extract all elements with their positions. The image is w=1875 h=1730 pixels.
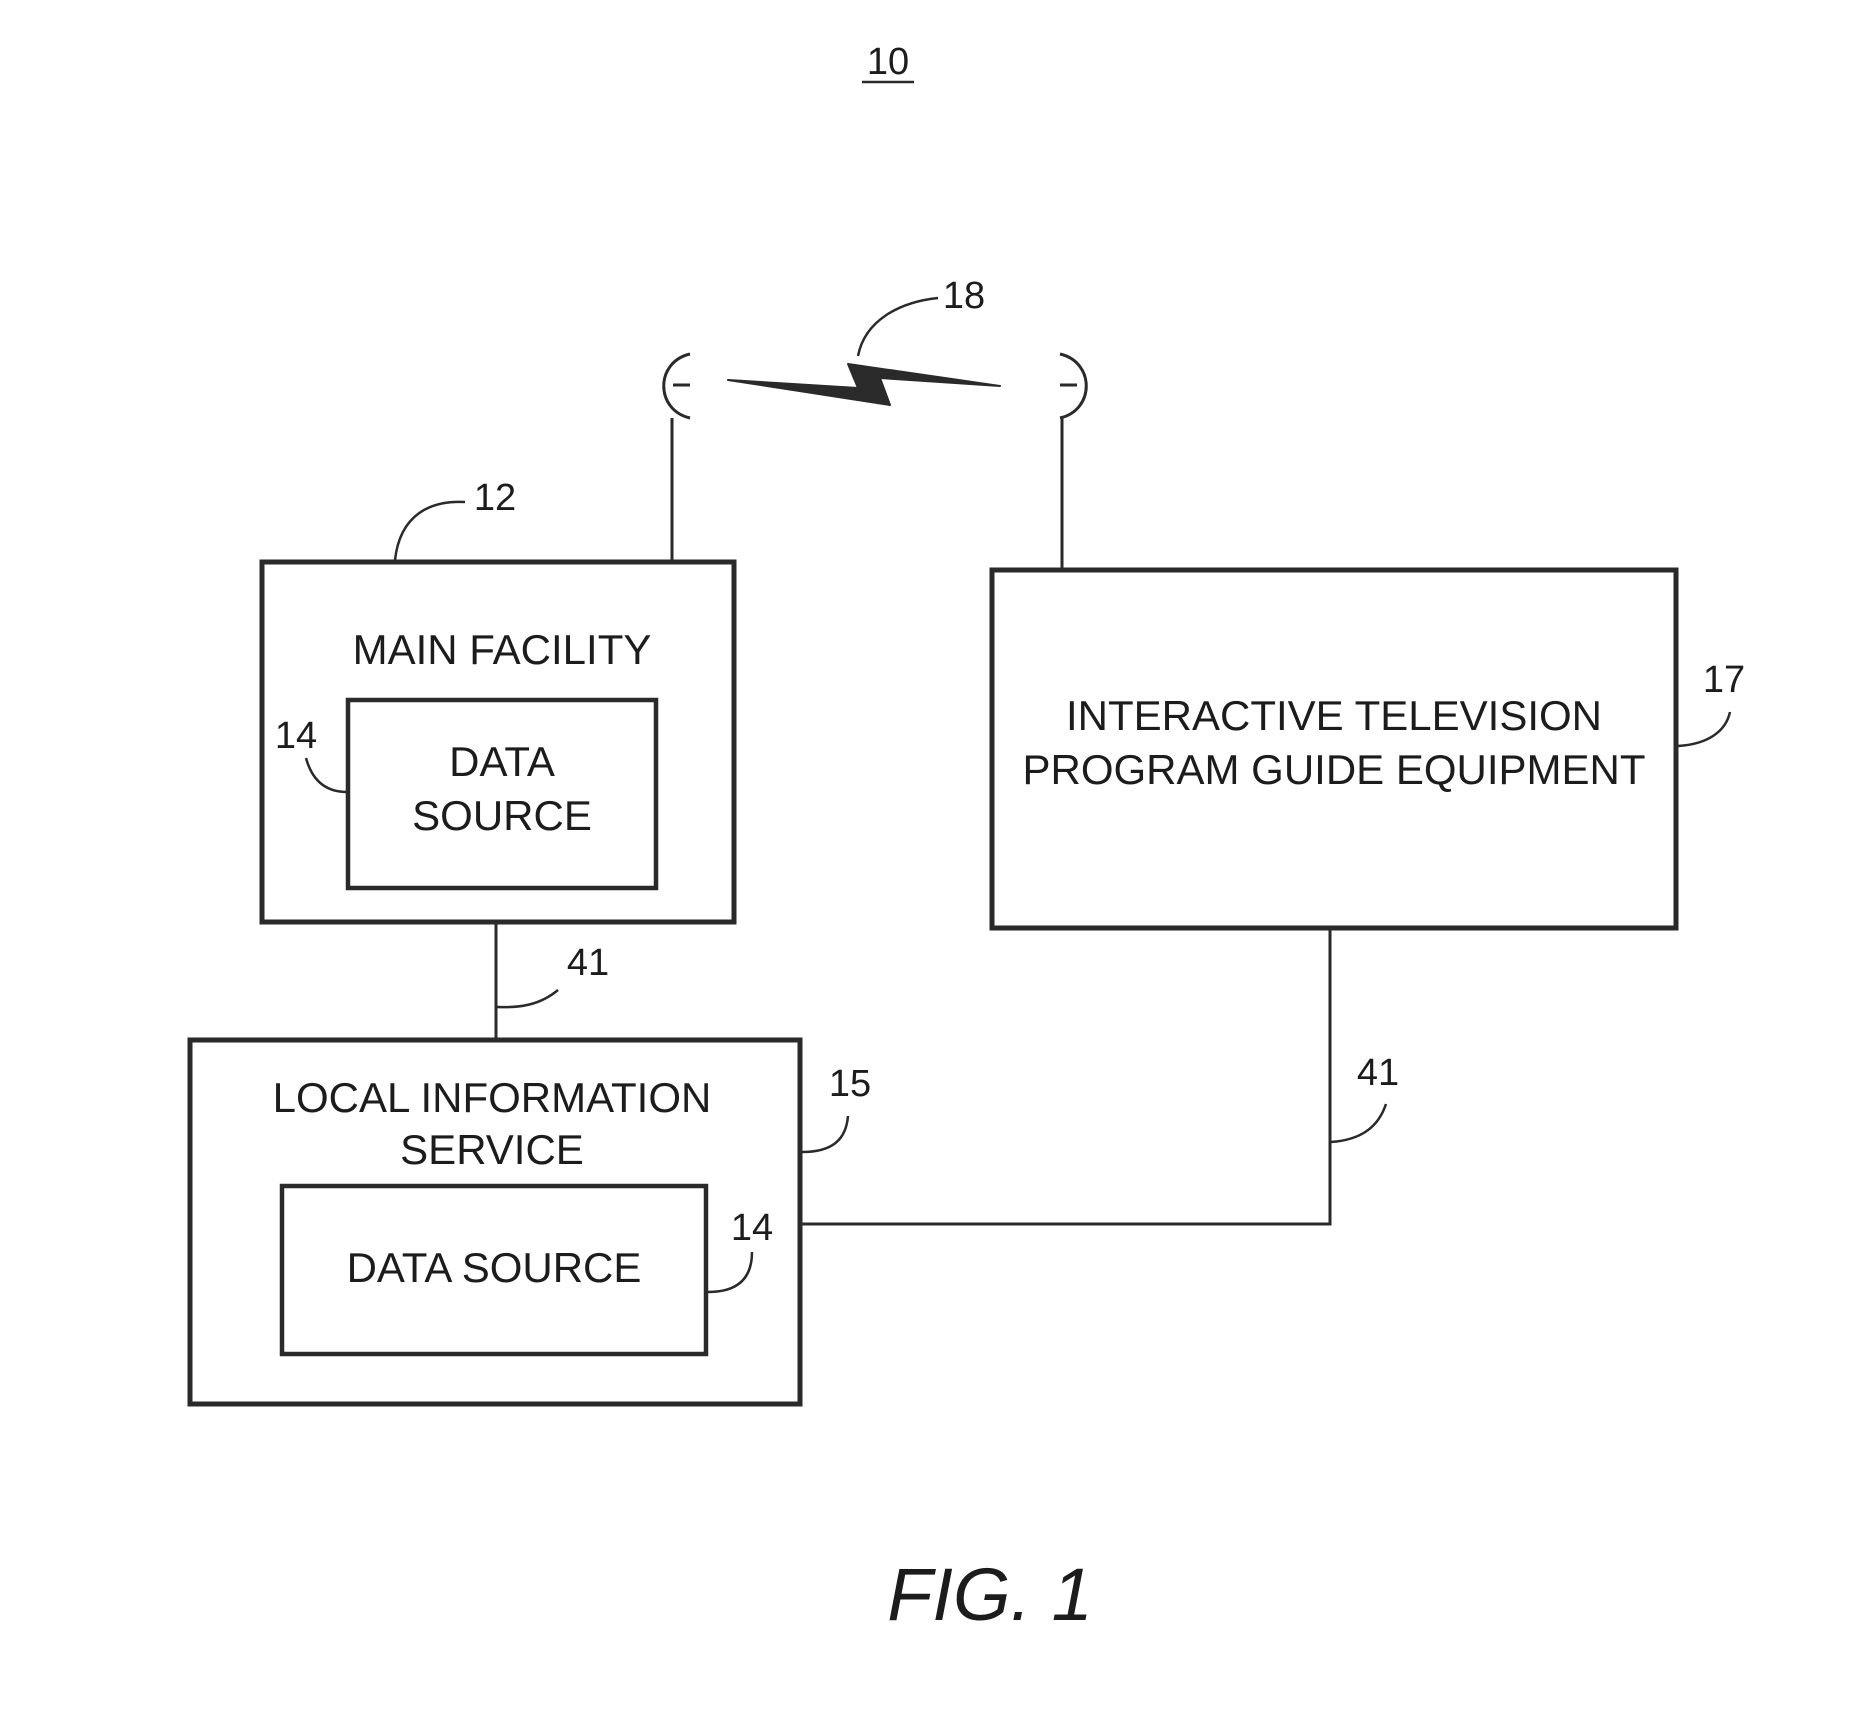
leader-41-right bbox=[1331, 1104, 1386, 1142]
ref-label-18: 18 bbox=[943, 275, 985, 317]
ref-label-41-right: 41 bbox=[1357, 1052, 1399, 1094]
local-service-line1: LOCAL INFORMATION bbox=[273, 1074, 712, 1121]
leader-12 bbox=[395, 502, 465, 560]
ref-label-17: 17 bbox=[1703, 659, 1745, 701]
ref-label-15: 15 bbox=[829, 1063, 871, 1105]
main-facility-title: MAIN FACILITY bbox=[353, 626, 652, 673]
link-local-to-itv bbox=[800, 928, 1330, 1224]
leader-41-left bbox=[497, 990, 558, 1007]
ref-label-41-left: 41 bbox=[567, 942, 609, 984]
itv-equipment-line1: INTERACTIVE TELEVISION bbox=[1066, 692, 1602, 739]
leader-17 bbox=[1678, 712, 1730, 746]
leader-15 bbox=[802, 1116, 848, 1152]
data-source-main-line2: SOURCE bbox=[412, 792, 592, 839]
antenna-left-icon bbox=[664, 354, 690, 418]
antenna-right-icon bbox=[1060, 354, 1086, 418]
data-source-local-title: DATA SOURCE bbox=[347, 1244, 642, 1291]
lightning-bolt-icon bbox=[728, 364, 1000, 405]
ref-label-14-local: 14 bbox=[731, 1207, 773, 1249]
leader-18 bbox=[858, 298, 938, 356]
ref-label-14-main: 14 bbox=[275, 715, 317, 757]
ref-label-12: 12 bbox=[474, 477, 516, 519]
figure-number-label: 10 bbox=[867, 41, 909, 83]
itv-equipment-line2: PROGRAM GUIDE EQUIPMENT bbox=[1022, 746, 1645, 793]
local-service-line2: SERVICE bbox=[400, 1126, 584, 1173]
figure-caption: FIG. 1 bbox=[887, 1553, 1093, 1636]
data-source-main-line1: DATA bbox=[449, 738, 555, 785]
